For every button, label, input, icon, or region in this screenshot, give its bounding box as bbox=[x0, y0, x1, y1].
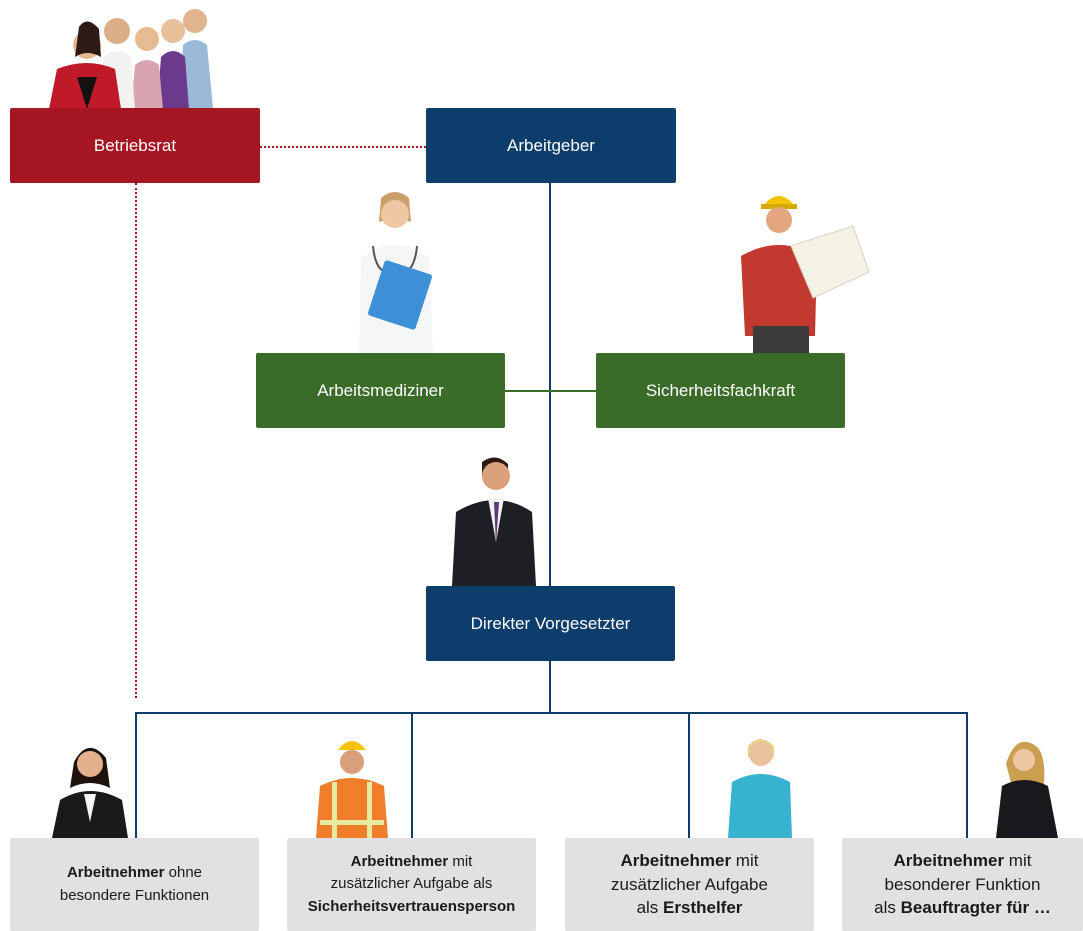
employee-title: Arbeitnehmer bbox=[350, 852, 449, 870]
node-sicherheitsfachkraft: Sicherheitsfachkraft bbox=[596, 353, 845, 428]
node-employee-ohne-funktion: Arbeitnehmer ohne besondere Funktionen bbox=[10, 838, 259, 931]
employee-text: Arbeitnehmer mit besonderer Funktion als… bbox=[874, 849, 1051, 920]
employee-line-3-prefix: als bbox=[874, 898, 901, 918]
node-employee-sicherheitsvertrauensperson: Arbeitnehmer mit zusätzlicher Aufgabe al… bbox=[287, 838, 536, 931]
connector-employee-4 bbox=[966, 712, 968, 838]
employee-suffix: mit bbox=[1004, 850, 1032, 870]
employee-role: Sicherheitsvertrauensperson bbox=[307, 897, 516, 915]
employee-line-3-prefix: als bbox=[636, 898, 664, 918]
node-employee-ersthelfer: Arbeitnehmer mit zusätzlicher Aufgabe al… bbox=[565, 838, 814, 931]
connector-vorgesetzter-down bbox=[549, 661, 551, 713]
node-arbeitsmediziner: Arbeitsmediziner bbox=[256, 353, 505, 428]
consultant-woman-icon bbox=[996, 741, 1058, 838]
connector-betriebsrat-employees bbox=[135, 183, 137, 698]
construction-worker-icon bbox=[741, 196, 870, 354]
employee-suffix: mit bbox=[731, 850, 759, 870]
node-employee-beauftragter: Arbeitnehmer mit besonderer Funktion als… bbox=[842, 838, 1083, 931]
node-label: Betriebsrat bbox=[93, 135, 177, 155]
employee-line-2: zusätzlicher Aufgabe bbox=[611, 874, 768, 894]
employee-line-2: zusätzlicher Aufgabe als bbox=[330, 875, 493, 893]
employee-role: Beauftragter für … bbox=[900, 898, 1051, 918]
employee-text: Arbeitnehmer mit zusätzlicher Aufgabe al… bbox=[611, 849, 768, 920]
employee-text: Arbeitnehmer ohne besondere Funktionen bbox=[60, 862, 209, 907]
node-betriebsrat: Betriebsrat bbox=[10, 108, 260, 183]
node-label: Arbeitsmediziner bbox=[317, 380, 444, 400]
doctor-icon bbox=[359, 192, 433, 354]
employee-title: Arbeitnehmer bbox=[620, 850, 732, 870]
employee-suffix: ohne bbox=[164, 864, 203, 881]
node-label: Direkter Vorgesetzter bbox=[470, 613, 631, 633]
businesswoman-icon bbox=[52, 747, 128, 838]
connector-betriebsrat-arbeitgeber bbox=[260, 146, 426, 148]
connector-employee-2 bbox=[411, 712, 413, 838]
employee-text: Arbeitnehmer mit zusätzlicher Aufgabe al… bbox=[308, 851, 516, 919]
node-direkter-vorgesetzter: Direkter Vorgesetzter bbox=[426, 586, 675, 661]
connector-arbeitgeber-vorgesetzter bbox=[549, 183, 551, 586]
connector-specialists bbox=[505, 390, 596, 392]
employee-line-2: besonderer Funktion bbox=[884, 874, 1041, 894]
node-arbeitgeber: Arbeitgeber bbox=[426, 108, 676, 183]
employee-title: Arbeitnehmer bbox=[66, 864, 165, 881]
employee-title: Arbeitnehmer bbox=[893, 850, 1005, 870]
node-label: Arbeitgeber bbox=[507, 135, 595, 155]
first-aider-icon bbox=[728, 739, 792, 838]
employee-role: Ersthelfer bbox=[663, 898, 743, 918]
employee-line-2: besondere Funktionen bbox=[59, 886, 210, 904]
employee-suffix: mit bbox=[448, 852, 473, 870]
connector-employee-3 bbox=[688, 712, 690, 838]
connector-employee-1 bbox=[135, 712, 137, 838]
node-label: Sicherheitsfachkraft bbox=[645, 380, 796, 400]
safety-worker-icon bbox=[316, 741, 388, 838]
businessman-icon bbox=[452, 457, 536, 586]
group-of-people-icon bbox=[49, 9, 213, 109]
connector-employee-bus bbox=[135, 712, 968, 714]
